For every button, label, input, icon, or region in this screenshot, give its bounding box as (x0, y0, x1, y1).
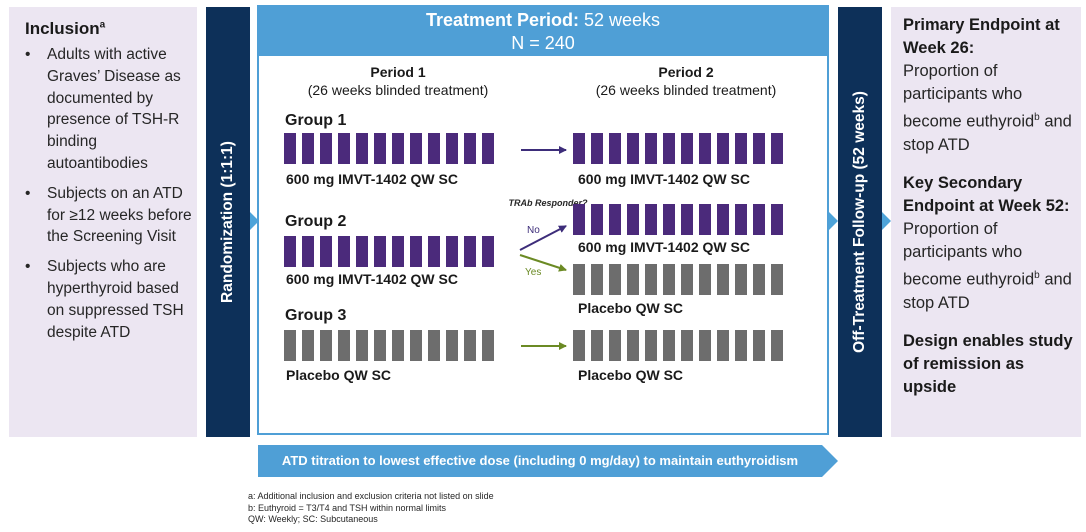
group2-period2-arm-placebo: Placebo QW SC (578, 300, 684, 316)
endpoints-panel: Primary Endpoint at Week 26: Proportion … (891, 7, 1081, 437)
trab-responder-question: TRAb Responder? (508, 198, 588, 208)
period1-subtitle: (26 weeks blinded treatment) (307, 82, 489, 98)
treatment-frame (257, 5, 829, 435)
inclusion-panel: Inclusiona •Adults with active Graves’ D… (9, 7, 197, 437)
group2-yes-arrow (519, 254, 567, 272)
footnote: b: Euthyroid = T3/T4 and TSH within norm… (248, 502, 446, 513)
group1-period2-arm: 600 mg IMVT-1402 QW SC (578, 171, 750, 187)
inclusion-item: •Adults with active Graves’ Disease as d… (25, 46, 181, 172)
group2-responder-doses (573, 264, 783, 295)
footnotes: a: Additional inclusion and exclusion cr… (248, 491, 494, 526)
group2-period1-doses (284, 236, 494, 267)
atd-titration-label: ATD titration to lowest effective dose (… (281, 453, 799, 468)
group3-label: Group 3 (285, 307, 347, 324)
primary-endpoint: Primary Endpoint at Week 26: Proportion … (903, 16, 1072, 154)
footnote: QW: Weekly; SC: Subcutaneous (248, 514, 378, 524)
followup-bar: Off-Treatment Follow-up (52 weeks) (838, 7, 882, 437)
inclusion-item: •Subjects who are hyperthyroid based on … (25, 258, 184, 341)
followup-arrow (829, 212, 838, 230)
group2-period1-arm: 600 mg IMVT-1402 QW SC (286, 271, 458, 287)
followup-label: Off-Treatment Follow-up (52 weeks) (851, 91, 868, 353)
group3-period1-arm: Placebo QW SC (286, 367, 392, 383)
inclusion-item: •Subjects on an ATD for ≥12 weeks before… (25, 184, 192, 246)
footnote: a: Additional inclusion and exclusion cr… (248, 491, 494, 501)
period2-title: Period 2 (658, 64, 714, 80)
no-branch-label: No (527, 225, 540, 236)
inclusion-title: Inclusiona (25, 19, 106, 38)
randomization-bar: Randomization (1:1:1) (206, 7, 250, 437)
period2-subtitle: (26 weeks blinded treatment) (595, 82, 777, 98)
randomization-arrow (250, 212, 259, 230)
sample-size: N = 240 (511, 33, 575, 53)
group1-label: Group 1 (285, 112, 347, 129)
atd-titration-arrow: ATD titration to lowest effective dose (… (258, 445, 838, 477)
inclusion-list: •Adults with active Graves’ Disease as d… (23, 44, 195, 351)
group1-period1-doses (284, 133, 494, 164)
period1-title: Period 1 (370, 64, 426, 80)
group2-no-arrow (519, 225, 567, 251)
group3-period1-doses (284, 330, 494, 361)
group1-period2-doses (573, 133, 783, 164)
group2-nonresponder-doses (573, 204, 783, 235)
group3-period2-arm: Placebo QW SC (578, 367, 684, 383)
treatment-header: Treatment Period: 52 weeks N = 240 (259, 7, 827, 56)
design-note: Design enables study of remission as ups… (903, 332, 1073, 396)
endpoint-arrow (882, 212, 891, 230)
group3-period2-doses (573, 330, 783, 361)
group1-period1-arm: 600 mg IMVT-1402 QW SC (286, 171, 458, 187)
yes-branch-label: Yes (525, 267, 542, 278)
group2-label: Group 2 (285, 213, 347, 230)
group2-period2-arm-active: 600 mg IMVT-1402 QW SC (578, 239, 750, 255)
secondary-endpoint: Key Secondary Endpoint at Week 52: Propo… (903, 174, 1072, 312)
